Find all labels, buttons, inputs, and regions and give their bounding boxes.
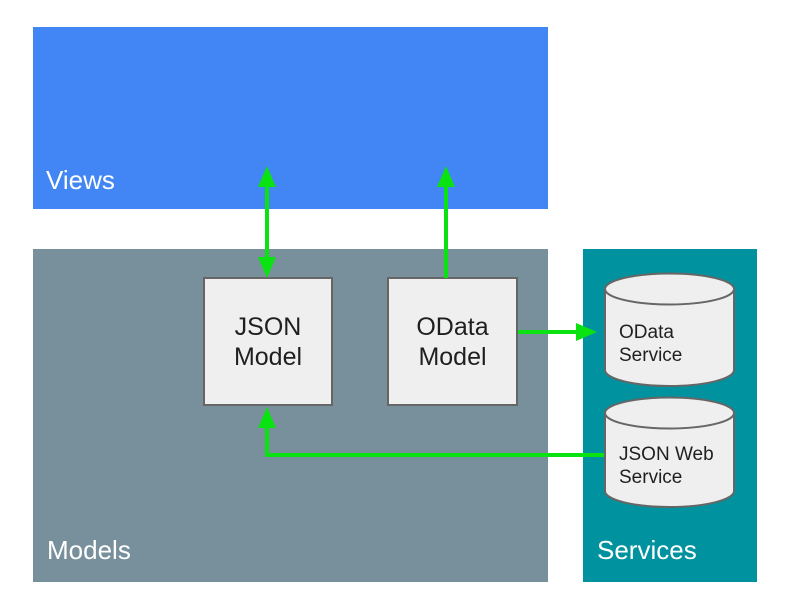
database-cylinder-icon [604, 272, 735, 387]
json-model-node: JSON Model [203, 277, 333, 406]
views-layer-label: Views [46, 165, 115, 195]
services-layer-label: Services [597, 535, 697, 565]
models-layer-label: Models [47, 535, 131, 565]
json-web-service-node: JSON Web Service [604, 396, 735, 508]
database-cylinder-icon [604, 396, 735, 508]
views-layer-box [33, 27, 548, 209]
json-web-service-label: JSON Web Service [619, 444, 714, 488]
odata-model-node: OData Model [387, 277, 518, 406]
odata-service-node: OData Service [604, 272, 735, 387]
odata-service-label: OData Service [619, 321, 683, 366]
